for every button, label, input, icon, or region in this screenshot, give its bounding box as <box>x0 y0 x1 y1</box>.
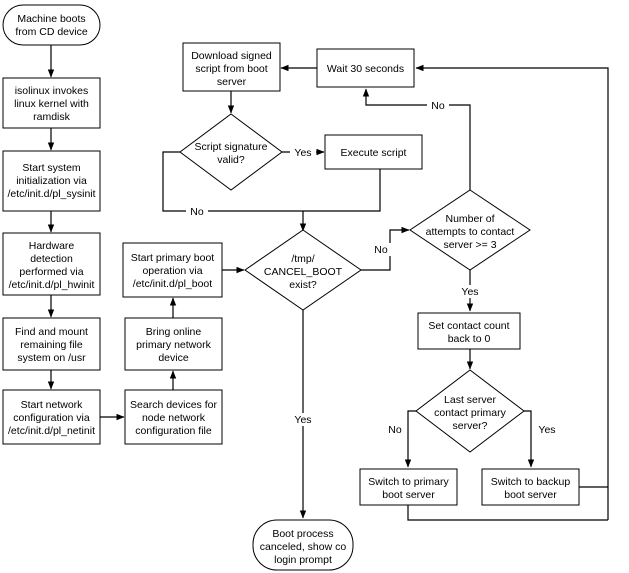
node-execute-line-0: Execute script <box>341 147 407 159</box>
node-download-signed-script[interactable]: Download signed script from boot server <box>182 42 281 92</box>
node-attempts-line-1: attempts to contact <box>426 226 515 238</box>
edge-label-signature-no: No <box>190 206 204 218</box>
node-bootcanceled-line-0: Boot process <box>272 528 333 540</box>
edge-attempts-no-wait <box>362 88 471 190</box>
node-start-network-config[interactable]: Start network configuration via /etc/ini… <box>2 389 101 445</box>
label-bg-cancel-yes <box>288 413 314 426</box>
node-isolinux-line-2: ramdisk <box>33 111 71 123</box>
node-setcount-line-1: back to 0 <box>448 333 491 345</box>
node-search-line-0: Search devices for <box>130 399 217 411</box>
node-start-primary-boot[interactable]: Start primary boot operation via /etc/in… <box>122 242 223 298</box>
node-switchbackup-line-1: boot server <box>504 489 557 501</box>
node-find-mount-usr[interactable]: Find and mount remaining file system on … <box>2 317 101 371</box>
edge-return-rail-to-wait <box>415 64 609 520</box>
edge-label-attempts-yes: Yes <box>461 286 478 298</box>
node-mount-line-0: Find and mount <box>15 326 88 338</box>
node-plboot-line-1: operation via <box>142 265 202 277</box>
node-attempts-line-2: server >= 3 <box>443 239 496 251</box>
edge-label-attempts-no: No <box>431 100 445 112</box>
node-bootcanceled-line-1: canceled, show co <box>260 541 347 553</box>
node-last-server-primary[interactable]: Last server contact primary server? <box>415 369 525 453</box>
label-bg-sig-yes <box>290 145 316 158</box>
node-bring-line-1: primary network <box>136 339 211 351</box>
node-plboot-line-0: Start primary boot <box>131 252 215 264</box>
node-download-line-0: Download signed <box>191 50 272 62</box>
node-script-signature-valid[interactable]: Script signature valid? <box>179 113 283 191</box>
node-boot-canceled[interactable]: Boot process canceled, show co login pro… <box>252 519 354 571</box>
edge-switch-primary-return <box>407 505 608 521</box>
node-lastserver-line-1: contact primary <box>434 407 507 419</box>
node-hardware-detection[interactable]: Hardware detection performed via /etc/in… <box>2 232 101 296</box>
node-mount-line-1: remaining file <box>20 339 83 351</box>
node-netinit-line-2: /etc/init.d/pl_netinit <box>8 425 95 437</box>
label-bg-cancel-no <box>371 243 391 256</box>
node-attempts-line-0: Number of <box>445 213 494 225</box>
node-start-system-init[interactable]: Start system initialization via /etc/ini… <box>2 150 101 212</box>
edge-layer <box>47 45 609 521</box>
node-isolinux-line-0: isolinux invokes <box>15 85 89 97</box>
node-netinit-line-0: Start network <box>21 399 84 411</box>
node-bring-line-0: Bring online <box>146 326 202 338</box>
node-lastserver-line-0: Last server <box>444 394 496 406</box>
node-setcount-line-0: Set contact count <box>428 320 509 332</box>
node-download-line-2: server <box>217 76 247 88</box>
edge-label-cancelboot-yes: Yes <box>294 414 311 426</box>
node-wait-line-0: Wait 30 seconds <box>327 63 404 75</box>
edge-label-layer: Yes No No Yes No Yes No Yes <box>186 99 561 436</box>
node-isolinux-line-1: linux kernel with <box>14 98 89 110</box>
node-bring-line-2: device <box>158 352 189 364</box>
node-layer: Machine boots from CD device isolinux in… <box>2 4 580 571</box>
edge-label-lastserver-no: No <box>388 424 402 436</box>
node-sigvalid-line-0: Script signature <box>195 141 268 153</box>
label-bg-attempts-yes <box>456 285 484 298</box>
node-cancelboot-line-0: /tmp/ <box>291 253 314 265</box>
node-sigvalid-line-1: valid? <box>217 154 245 166</box>
label-bg-sig-no <box>186 205 208 218</box>
node-sysinit-line-2: /etc/init.d/pl_sysinit <box>7 188 95 200</box>
node-cancelboot-line-1: CANCEL_BOOT <box>264 266 343 278</box>
node-search-line-1: node network <box>142 412 206 424</box>
node-machine-boots-line-0: Machine boots <box>17 13 85 25</box>
edge-label-signature-yes: Yes <box>294 147 311 159</box>
node-set-contact-count[interactable]: Set contact count back to 0 <box>417 312 521 350</box>
edge-sig-no-cancel <box>162 151 303 212</box>
edge-label-lastserver-yes: Yes <box>538 424 555 436</box>
node-sysinit-line-1: initialization via <box>16 175 87 187</box>
node-switchbackup-line-0: Switch to backup <box>491 476 571 488</box>
node-sysinit-line-0: Start system <box>22 162 81 174</box>
node-machine-boots-line-1: from CD device <box>15 26 88 38</box>
label-bg-last-no <box>384 423 406 436</box>
node-switchprimary-line-1: boot server <box>382 489 435 501</box>
node-hwinit-line-1: detection <box>30 253 73 265</box>
node-download-line-1: script from boot <box>195 63 267 75</box>
node-isolinux-invokes[interactable]: isolinux invokes linux kernel with ramdi… <box>2 77 101 129</box>
node-execute-script[interactable]: Execute script <box>324 134 423 170</box>
node-netinit-line-1: configuration via <box>13 412 90 424</box>
edge-last-yes-backup <box>524 410 535 468</box>
node-search-devices[interactable]: Search devices for node network configur… <box>124 389 223 445</box>
label-bg-attempts-no <box>427 99 449 112</box>
node-switchprimary-line-0: Switch to primary <box>368 476 449 488</box>
label-bg-last-yes <box>533 423 561 436</box>
node-lastserver-line-2: server? <box>452 420 487 432</box>
node-switch-backup[interactable]: Switch to backup boot server <box>481 468 580 506</box>
node-search-line-2: configuration file <box>135 425 212 437</box>
node-bootcanceled-line-2: login prompt <box>274 554 332 566</box>
node-machine-boots[interactable]: Machine boots from CD device <box>2 4 101 46</box>
node-attempts-ge-3[interactable]: Number of attempts to contact server >= … <box>409 189 531 271</box>
node-wait-30-seconds[interactable]: Wait 30 seconds <box>316 48 415 88</box>
node-hwinit-line-0: Hardware <box>29 240 75 252</box>
node-mount-line-2: system on /usr <box>17 352 86 364</box>
node-hwinit-line-2: performed via <box>19 266 83 278</box>
node-bring-online-network[interactable]: Bring online primary network device <box>124 317 223 371</box>
node-cancelboot-line-2: exist? <box>289 279 317 291</box>
node-plboot-line-2: /etc/init.d/pl_boot <box>133 278 212 290</box>
node-cancel-boot-exists[interactable]: /tmp/ CANCEL_BOOT exist? <box>244 229 362 311</box>
edge-last-no-primary <box>404 410 416 468</box>
edge-label-cancelboot-no: No <box>374 244 388 256</box>
node-switch-primary[interactable]: Switch to primary boot server <box>359 468 458 506</box>
node-hwinit-line-3: /etc/init.d/pl_hwinit <box>9 279 95 291</box>
edge-execute-to-cancel <box>303 169 381 212</box>
